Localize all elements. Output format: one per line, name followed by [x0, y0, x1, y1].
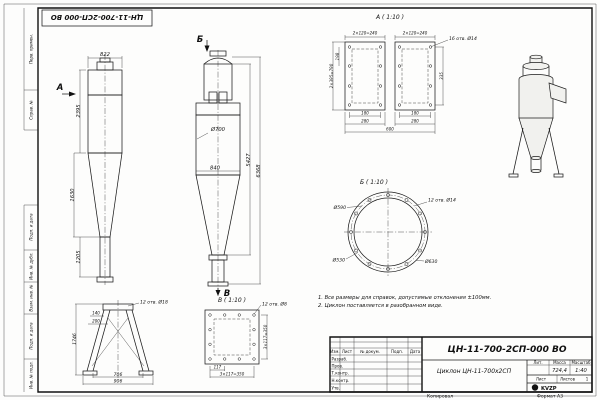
- front-outlet-pipe: [204, 64, 232, 100]
- stamp-inv-podl: Инв. № подл.: [29, 361, 34, 389]
- tb-row-nkontr: Н.контр.: [332, 378, 350, 383]
- dim-350-right: 3×117=350: [263, 324, 268, 349]
- tb-lit-label: Лит.: [533, 360, 542, 365]
- stamp-podp-data-2: Подп. и дата: [29, 322, 34, 350]
- dim-240-right: 2×120=240: [403, 31, 428, 36]
- dim-280-right: 280: [411, 119, 419, 124]
- tb-col-izm: Изм.: [330, 349, 339, 354]
- dim-706: 706: [114, 372, 123, 378]
- dim-1205: 1205: [76, 250, 82, 264]
- stamp-vzam-inv: Взам. инв. №: [29, 284, 34, 311]
- view-arrow-b-label: Б: [197, 35, 204, 45]
- dim-240-left: 2×120=240: [353, 31, 378, 36]
- dim-600: 600: [386, 127, 394, 132]
- tb-mass-label: Масса: [553, 360, 566, 365]
- dim-350-bottom: 3×117=350: [220, 372, 245, 377]
- iso-body: [519, 74, 553, 122]
- footer-format: Формат А3: [537, 394, 563, 400]
- top-doc-number-box: ЦН-11-700-2СП-000 ВО: [42, 10, 152, 26]
- section-b-holes: 12 отв. Ø14: [428, 197, 456, 204]
- note-line-1: 1. Все размеры для справок, допустимые о…: [318, 295, 491, 301]
- dim-280-left: 280: [361, 119, 369, 124]
- dim-d630: Ø630: [424, 258, 437, 265]
- dim-1746: 1746: [72, 333, 78, 345]
- dim-5427: 5427: [246, 153, 252, 167]
- dim-790: 2×395=790: [329, 63, 334, 88]
- tb-row-utv: Утв.: [332, 386, 340, 391]
- iso-inlet: [549, 83, 566, 103]
- stamp-inv-dubl: Инв. № дубл.: [29, 252, 34, 279]
- iso-cone: [519, 118, 553, 158]
- tb-doc-number: ЦН-11-700-2СП-000 ВО: [448, 345, 567, 355]
- dim-1630: 1630: [70, 188, 76, 202]
- stamp-podp-data-1: Подп. и дата: [29, 213, 34, 241]
- dim-180-left: 180: [361, 111, 369, 116]
- stamp-perv-primen: Перв. примен.: [29, 34, 34, 64]
- section-v-title: В ( 1:10 ): [218, 297, 246, 304]
- dim-180-right: 180: [411, 111, 419, 116]
- dim-d700: Ø700: [210, 126, 226, 133]
- flange-plan-view: [205, 310, 259, 364]
- dim-d590: Ø590: [333, 204, 346, 211]
- dim-840: 840: [210, 166, 221, 172]
- section-a-title: А ( 1:10 ): [375, 14, 404, 21]
- dim-906: 906: [114, 379, 123, 385]
- view-arrow-v-label: В: [224, 289, 230, 299]
- tb-row-razrab: Разраб.: [332, 357, 348, 362]
- dim-335: 335: [439, 72, 444, 80]
- tb-col-list: Лист: [342, 349, 353, 354]
- tb-row-tkontr: Т.контр.: [331, 371, 349, 376]
- dim-200: 200: [92, 319, 100, 324]
- section-b-bolt-holes: [349, 193, 426, 270]
- section-b-title: Б ( 1:10 ): [360, 179, 388, 186]
- dim-198: 198: [335, 52, 340, 60]
- view-arrow-b-icon: [204, 45, 210, 52]
- dim-140: 140: [92, 311, 100, 316]
- section-a-holes: 16 отв. Ø14: [449, 35, 477, 42]
- dim-6368: 6368: [256, 164, 262, 178]
- sheet-frame: [4, 4, 596, 396]
- section-a: А ( 1:10 ) 2×120=240 2×120=240 16 отв. Ø…: [329, 14, 477, 134]
- title-block: ЦН-11-700-2СП-000 ВО Циклон ЦН-11-700х2С…: [330, 337, 592, 392]
- iso-view: [509, 55, 566, 177]
- dim-822: 822: [100, 52, 110, 58]
- tb-sheets-label: Листов: [560, 377, 576, 382]
- notes: 1. Все размеры для справок, допустимые о…: [318, 295, 491, 309]
- view-side: 822 2395 1630 1205 А: [56, 52, 122, 285]
- margin-stamps: Перв. примен. Справ. № Подп. и дата Инв.…: [24, 8, 38, 392]
- tb-product-name: Циклон ЦН-11-700х2СП: [437, 368, 512, 375]
- view-arrow-v-icon: [215, 290, 221, 296]
- tb-col-podp: Подп.: [391, 349, 403, 354]
- view-front: Ø700 840 5427 6368 Б В: [196, 35, 262, 299]
- tb-sheets-value: 1: [586, 377, 589, 382]
- tb-row-prov: Пров.: [332, 364, 344, 369]
- section-a-bolt-holes: [348, 46, 432, 107]
- tb-mass-value: 724,4: [552, 368, 567, 374]
- view-arrow-a-icon: [69, 91, 76, 97]
- dim-d530: Ø530: [332, 257, 345, 264]
- section-v-holes-18: 12 отв. Ø18: [140, 299, 168, 306]
- dim-117: 117: [214, 365, 222, 370]
- stamp-sprav-no: Справ. №: [29, 100, 34, 119]
- section-v: В ( 1:10 ) 1746 140 200 12 отв. Ø18 706 …: [72, 297, 287, 385]
- tb-scale-label: Масштаб: [571, 360, 591, 365]
- footer-copied: Копировал: [427, 394, 453, 400]
- footer: Копировал Формат А3: [427, 394, 563, 400]
- section-b: Б ( 1:10 ) Ø590 Ø530 Ø630 12 отв. Ø14: [332, 179, 456, 276]
- dim-2395: 2395: [76, 104, 82, 118]
- flange-bolt-holes: [209, 314, 256, 361]
- tb-scale-value: 1:40: [575, 368, 587, 374]
- support-front-view: [83, 300, 153, 378]
- section-v-holes-8: 12 отв. Ø8: [262, 301, 287, 308]
- tb-col-data: Дата: [410, 349, 421, 354]
- company-logo-icon: [531, 384, 539, 391]
- view-arrow-a-label: А: [56, 83, 64, 93]
- note-line-2: 2. Циклон поставляется в разобранном вид…: [318, 303, 443, 309]
- tb-sheet-label: Лист: [536, 377, 547, 382]
- tb-logo-text: KVZP: [541, 386, 557, 392]
- top-doc-number: ЦН-11-700-2СП-000 ВО: [51, 13, 144, 21]
- tb-col-doc: № докум.: [360, 349, 380, 354]
